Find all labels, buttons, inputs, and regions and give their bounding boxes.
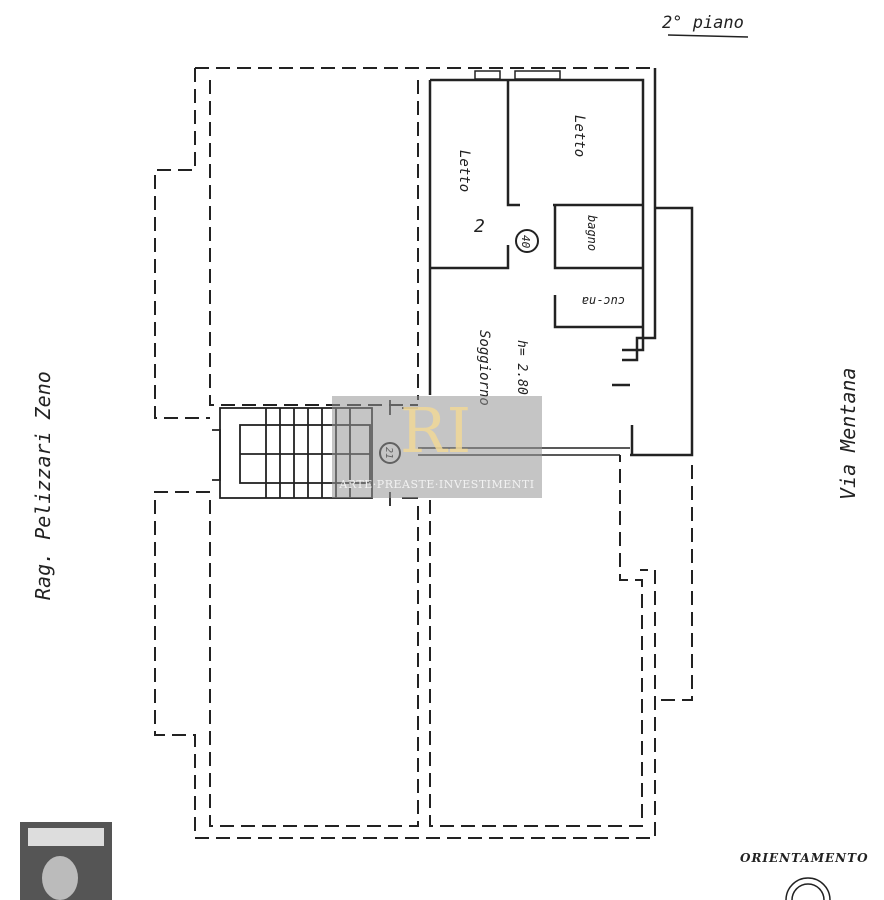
unit-number: 40: [519, 235, 532, 249]
street-right-label: Via Mentana: [836, 368, 860, 500]
street-left-label: Rag. Pelizzari Zeno: [31, 371, 55, 600]
floor-label-underline: [667, 34, 749, 38]
unit-number-circle: [515, 229, 539, 253]
room-height: h= 2.80: [514, 340, 529, 395]
compass-icon: [785, 877, 831, 900]
floor-label: 2° piano: [662, 13, 744, 33]
orientation-label: ORIENTAMENTO: [740, 851, 869, 865]
stamp: [20, 822, 112, 900]
room-label-bathroom: bagno: [585, 215, 599, 251]
room-label-living: Soggiorno: [476, 330, 492, 406]
watermark-background: [332, 396, 542, 498]
room-number-bedroom-1: 2: [474, 216, 485, 237]
watermark-text: ARTE·PREASTE·INVESTIMENTI: [339, 478, 535, 491]
room-label-bedroom-1: Letto: [456, 150, 472, 192]
room-label-kitchen: cuc-na: [582, 294, 625, 308]
watermark-logo: RI: [400, 394, 472, 467]
room-label-bedroom-2: Letto: [571, 115, 587, 157]
